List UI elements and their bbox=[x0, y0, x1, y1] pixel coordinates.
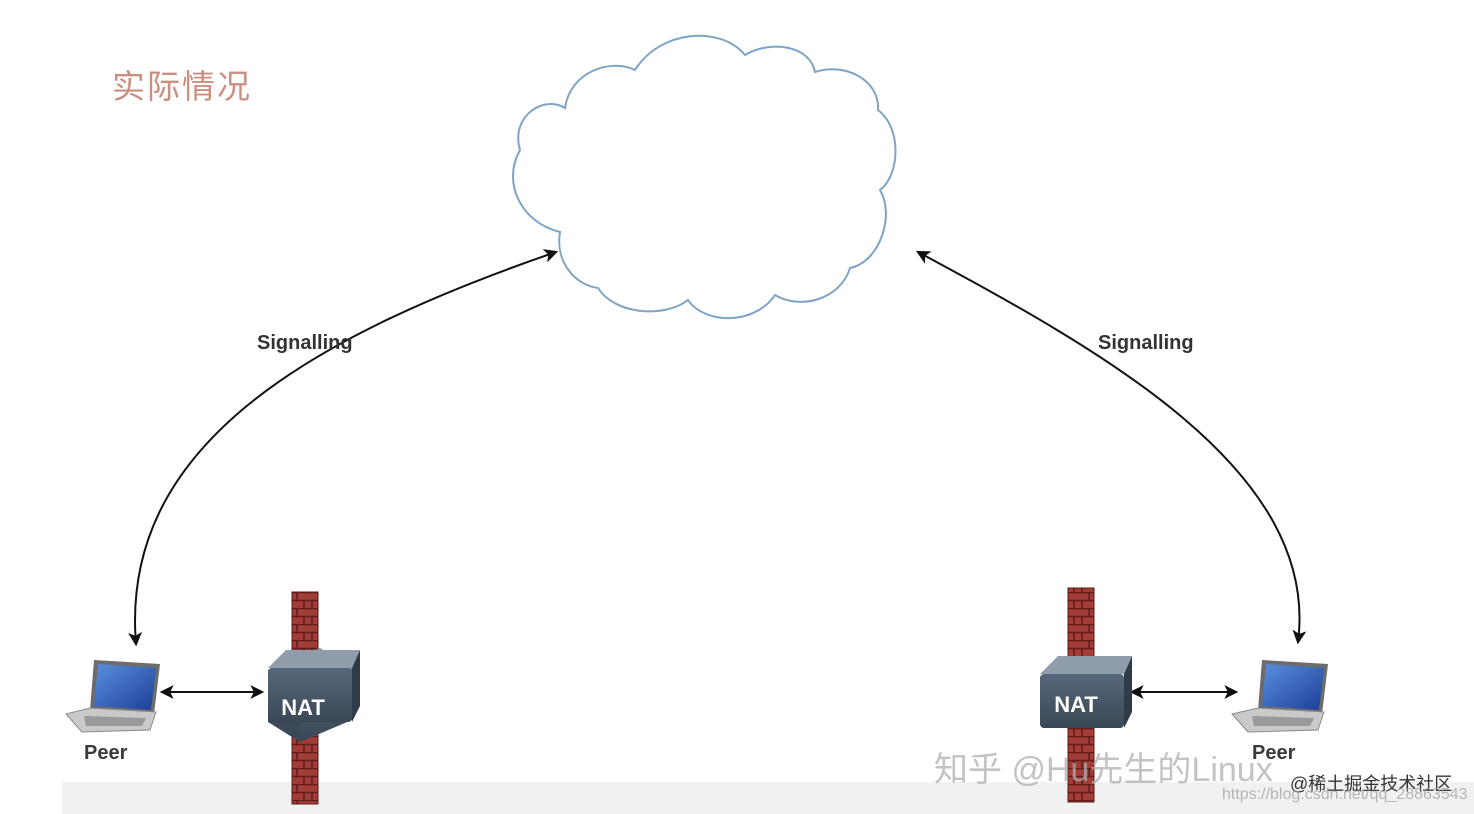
right-signalling-label: Signalling bbox=[1098, 332, 1194, 354]
right-nat-label: NAT bbox=[1054, 692, 1098, 717]
right-peer-label: Peer bbox=[1252, 742, 1296, 764]
cloud-shape bbox=[512, 34, 897, 320]
right-nat-box bbox=[1040, 656, 1132, 728]
left-nat-box bbox=[268, 648, 360, 742]
right-signalling-arrow bbox=[915, 250, 1307, 645]
right-laptop-icon bbox=[1231, 660, 1328, 733]
left-signalling-label: Signalling bbox=[257, 332, 353, 354]
url-watermark: https://blog.csdn.net/qq_28863543 bbox=[1222, 786, 1468, 803]
left-nat-label: NAT bbox=[281, 695, 325, 720]
site-watermark: @稀土掘金技术社区 bbox=[1290, 774, 1453, 794]
diagram-title: 实际情况 bbox=[112, 67, 252, 106]
left-peer-label: Peer bbox=[84, 742, 128, 764]
zhihu-watermark: 知乎 @Hu先生的Linux bbox=[934, 751, 1273, 789]
left-signalling-arrow bbox=[128, 249, 559, 647]
left-laptop-icon bbox=[65, 660, 160, 733]
